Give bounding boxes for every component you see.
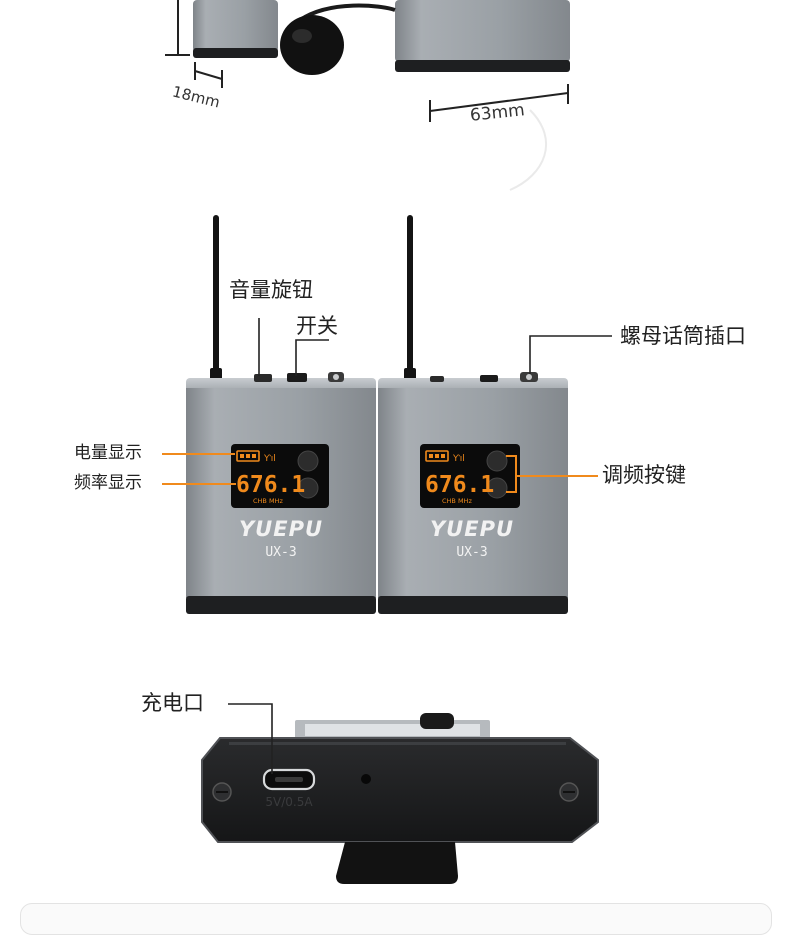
top-device-right-body xyxy=(395,0,570,62)
top-device-left-base xyxy=(193,48,278,58)
bottom-knob xyxy=(420,713,454,729)
model-label-right: UX-3 xyxy=(456,545,487,560)
front-devices: Ƴıl Ƴıl 676.1 CHB MHz 676.1 CHB MHz xyxy=(162,215,612,614)
callout-switch xyxy=(295,339,329,376)
port-print: 5V/0.5A xyxy=(265,795,313,809)
channel-text-right: CHB MHz xyxy=(442,497,472,505)
mic-cable xyxy=(298,3,396,22)
mic-jack-label: 螺母话筒插口 xyxy=(620,324,746,348)
transmitter-right: Ƴıl xyxy=(378,372,568,614)
top-device-left-body xyxy=(193,0,278,52)
charge-port-label: 充电口 xyxy=(141,691,204,715)
power-switch xyxy=(287,373,307,382)
frequency-readout-right: 676.1 xyxy=(425,472,494,498)
transmitter-left: Ƴıl xyxy=(186,372,376,614)
power-switch-label: 开关 xyxy=(296,314,338,338)
bottom-device: 5V/0.5A xyxy=(201,703,599,884)
brand-logo-right: YUEPU xyxy=(430,517,514,541)
next-section-card xyxy=(20,903,772,935)
mic-foam-icon xyxy=(280,15,344,75)
callout-tuning-bracket xyxy=(506,455,517,493)
tune-button-down-left xyxy=(297,477,319,499)
channel-text-left: CHB MHz xyxy=(253,497,283,505)
battery-display-label: 电量显示 xyxy=(74,443,142,463)
volume-knob-label: 音量旋钮 xyxy=(229,278,313,302)
volume-knob xyxy=(254,374,272,382)
frequency-display-label: 频率显示 xyxy=(74,473,142,493)
tune-button-up-right xyxy=(486,450,508,472)
callout-charge-port xyxy=(228,703,273,774)
top-devices xyxy=(165,0,570,191)
model-label-left: UX-3 xyxy=(265,545,296,560)
svg-text:Ƴıl: Ƴıl xyxy=(263,454,276,464)
tuning-buttons-label: 调频按键 xyxy=(602,463,686,487)
bottom-body xyxy=(201,737,599,843)
callout-mic-jack xyxy=(529,335,612,374)
belt-clip xyxy=(336,842,458,884)
top-device-right-base xyxy=(395,60,570,72)
svg-text:Ƴıl: Ƴıl xyxy=(452,454,465,464)
product-illustration: Ƴıl Ƴıl 676.1 CHB MHz 676.1 CHB MHz xyxy=(162,0,612,884)
indicator-hole xyxy=(361,774,371,784)
tune-button-down-right xyxy=(486,477,508,499)
tune-button-up-left xyxy=(297,450,319,472)
frequency-readout-left: 676.1 xyxy=(236,472,305,498)
brand-logo-left: YUEPU xyxy=(239,517,323,541)
